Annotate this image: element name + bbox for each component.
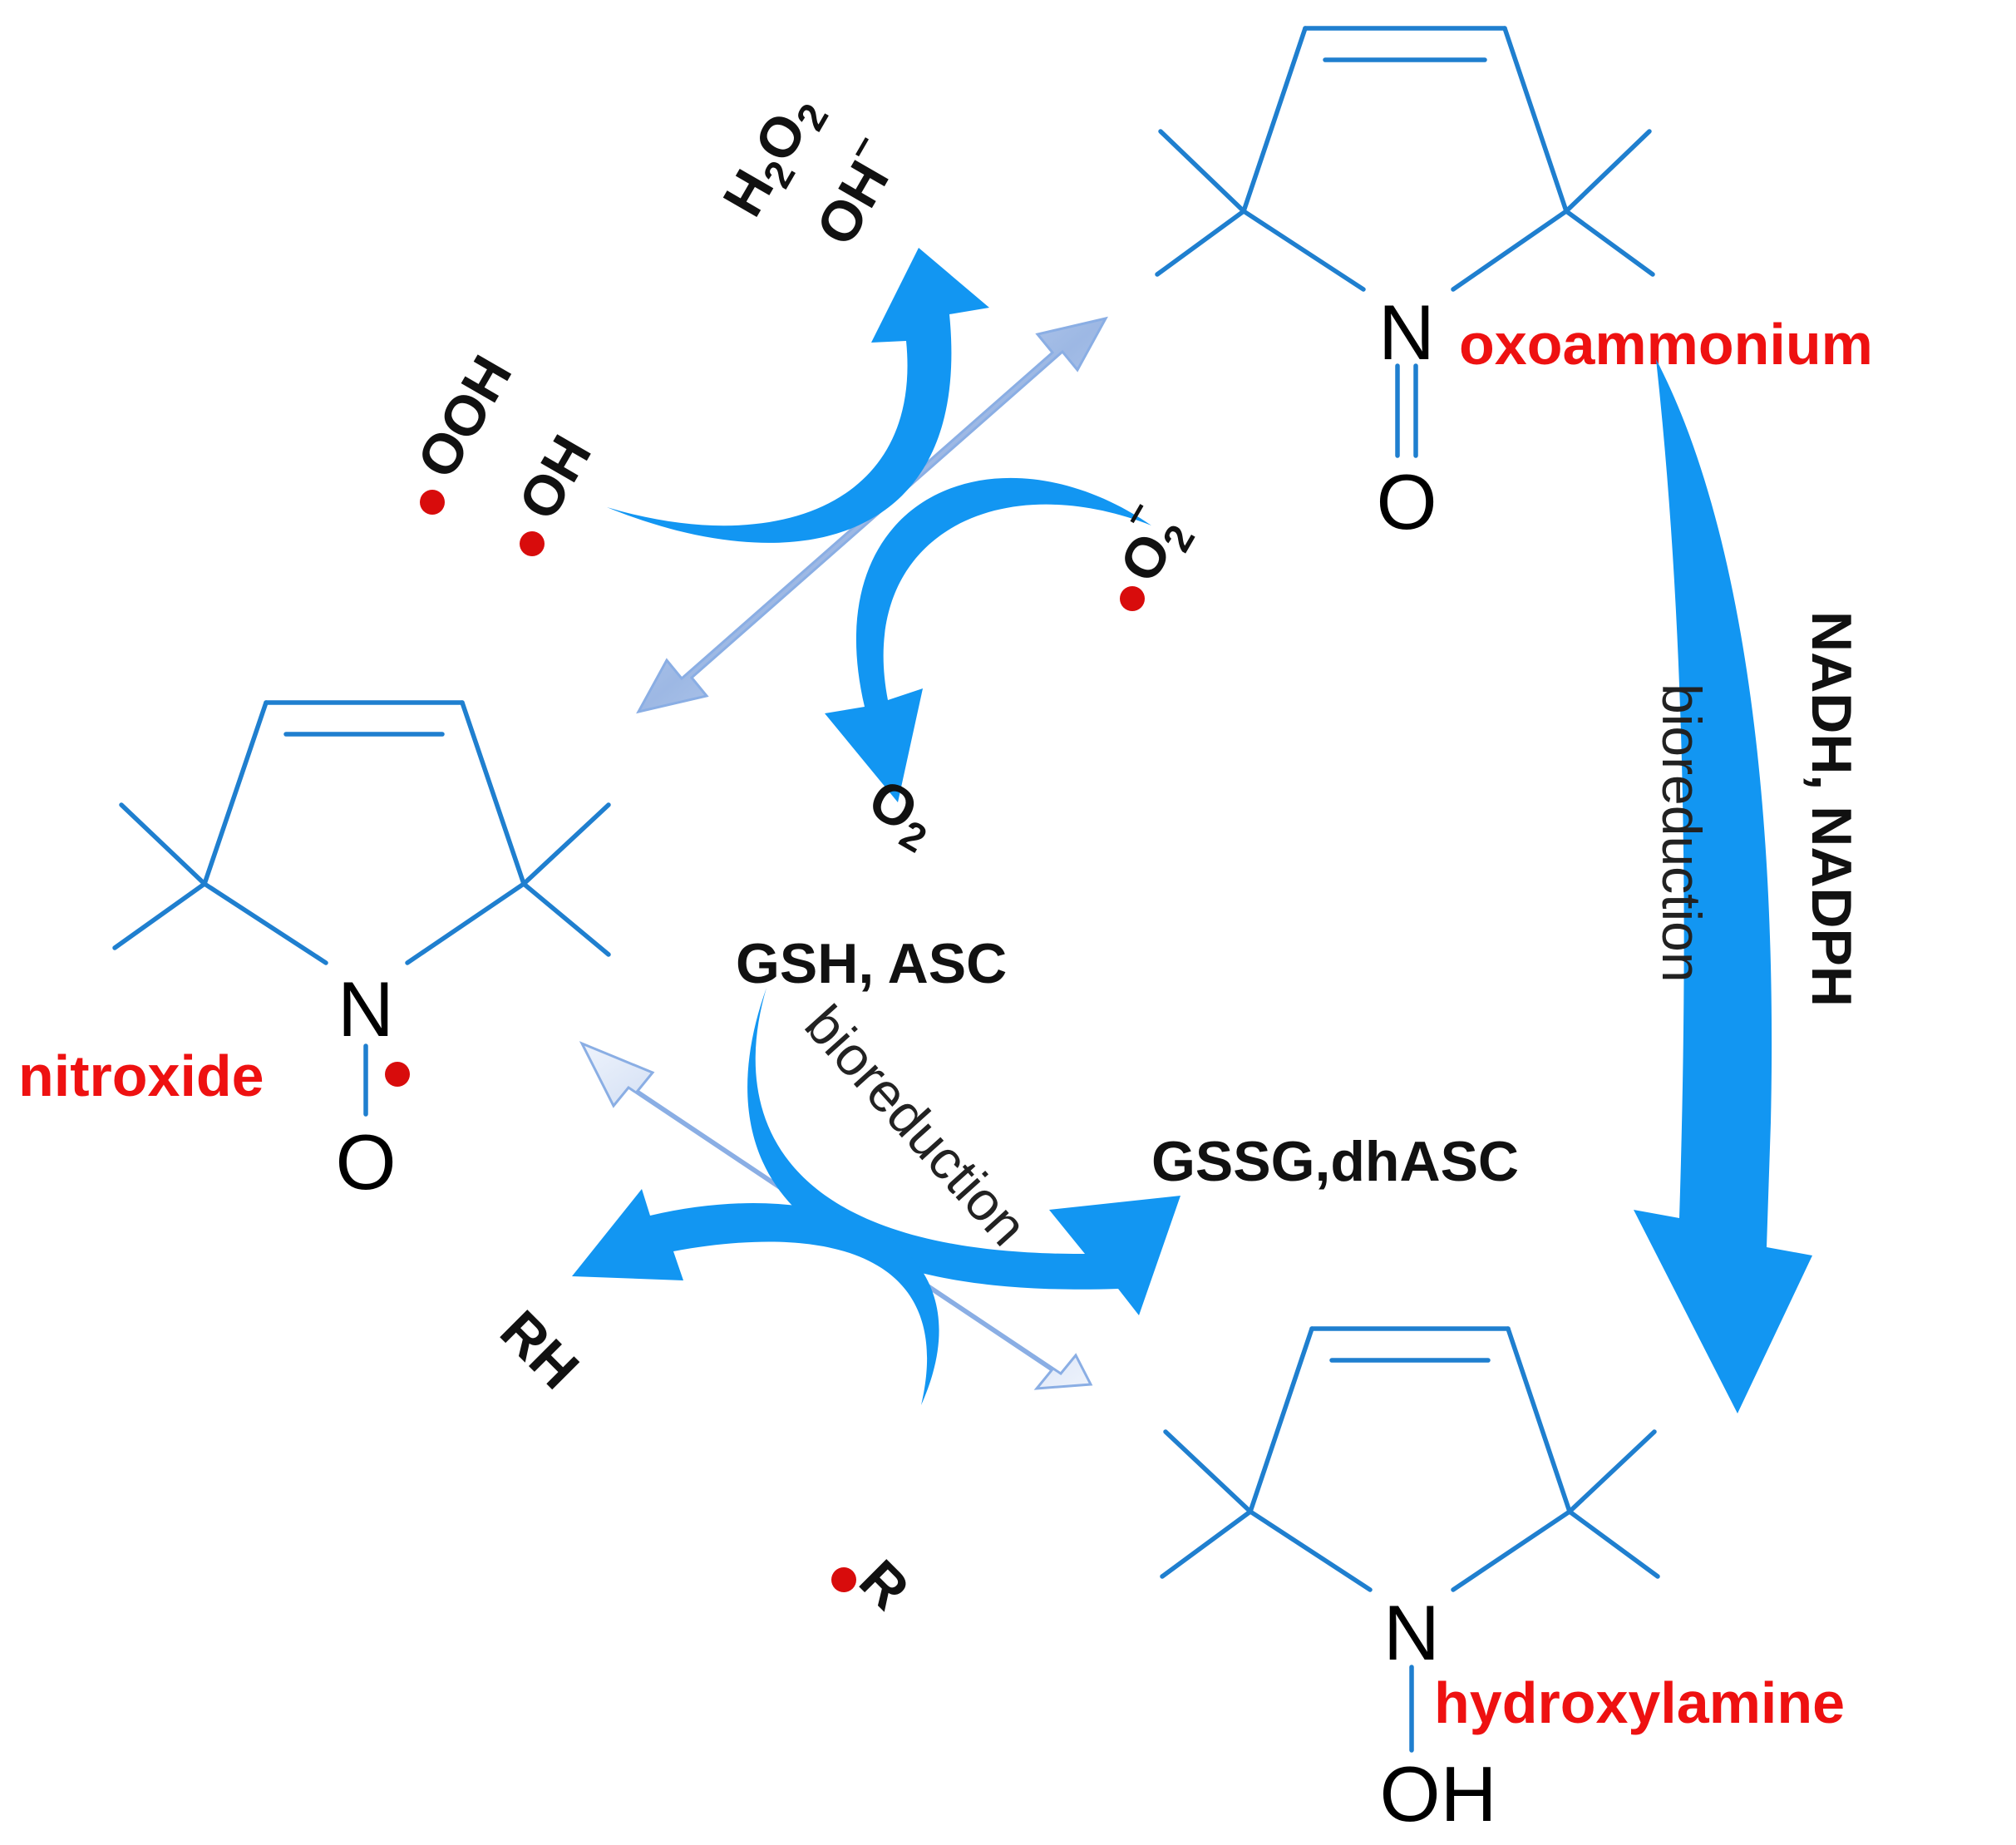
arrow-to-o2 [825,477,1151,802]
methyl-bond [1158,129,1246,214]
ring-bond [1506,1326,1572,1514]
ring-bond [202,700,269,886]
radical-dot [520,531,545,556]
bioreduction-label-right: bioreduction [1651,683,1713,983]
methyl-bond [1567,1509,1660,1579]
hydroxylamine-label: hydroxylamine [1434,1670,1845,1735]
methyl-bond [1160,1509,1253,1579]
nitroxide-structure: N O nitroxide [18,700,611,1206]
radical-dot [1120,586,1145,611]
ring-bond [1502,26,1569,214]
methyl-bond [1163,1429,1253,1514]
gssg-dhasc-label: GSSG,dhASC [1151,1130,1519,1193]
ring-bond [1248,1326,1314,1514]
nitrogen-atom: N [338,965,394,1053]
hydroxyl-group: OH [1380,1750,1497,1838]
methyl-bond [1564,129,1652,214]
gsh-asc-label: GSH, ASC [736,932,1007,995]
arrow-to-h2o2 [607,248,989,543]
methyl-bond [1155,209,1246,277]
methyl-bond [112,881,207,950]
ring-bond [1248,1509,1373,1592]
oxygen-atom: O [1376,458,1437,545]
ooh-radical-label: OOH [405,345,524,488]
bioreduction-arrow-right [1634,359,1812,1413]
radical-dot [831,1567,856,1592]
rh-label: RH [488,1299,590,1401]
methyl-bond [1567,1429,1657,1514]
hydroxylamine-structure: N OH hydroxylamine [1160,1326,1845,1838]
methyl-bond [521,881,611,957]
nitroxide-label: nitroxide [18,1043,264,1108]
ring-bond [1451,1509,1572,1592]
oxoammonium-structure: N O oxoammonium [1155,26,1873,545]
ring-bond [1241,26,1308,214]
nitrogen-atom: N [1378,289,1435,376]
oh-radical-label: OH [506,425,604,530]
faint-double-arrow-lower [579,1041,1093,1390]
methyl-bond [1564,209,1655,277]
oxygen-atom: O [335,1118,396,1206]
radical-dot [385,1062,410,1087]
ring-bond [1451,209,1569,292]
nadh-nadph-label: NADH, NADPH [1800,611,1863,1007]
nitrogen-atom: N [1383,1589,1440,1676]
methyl-bond [521,802,611,886]
ring-bond [1241,209,1366,292]
radical-dot [420,490,445,515]
o2-label: O2 [855,767,948,861]
ring-bond [405,881,526,965]
methyl-bond [119,802,207,886]
arrow-to-rh [572,1189,939,1405]
svg-text:O2: O2 [855,767,948,861]
ring-bond [202,881,328,965]
r-radical-label: R [847,1548,920,1621]
ring-bond [460,700,526,886]
oxoammonium-label: oxoammonium [1459,312,1873,377]
